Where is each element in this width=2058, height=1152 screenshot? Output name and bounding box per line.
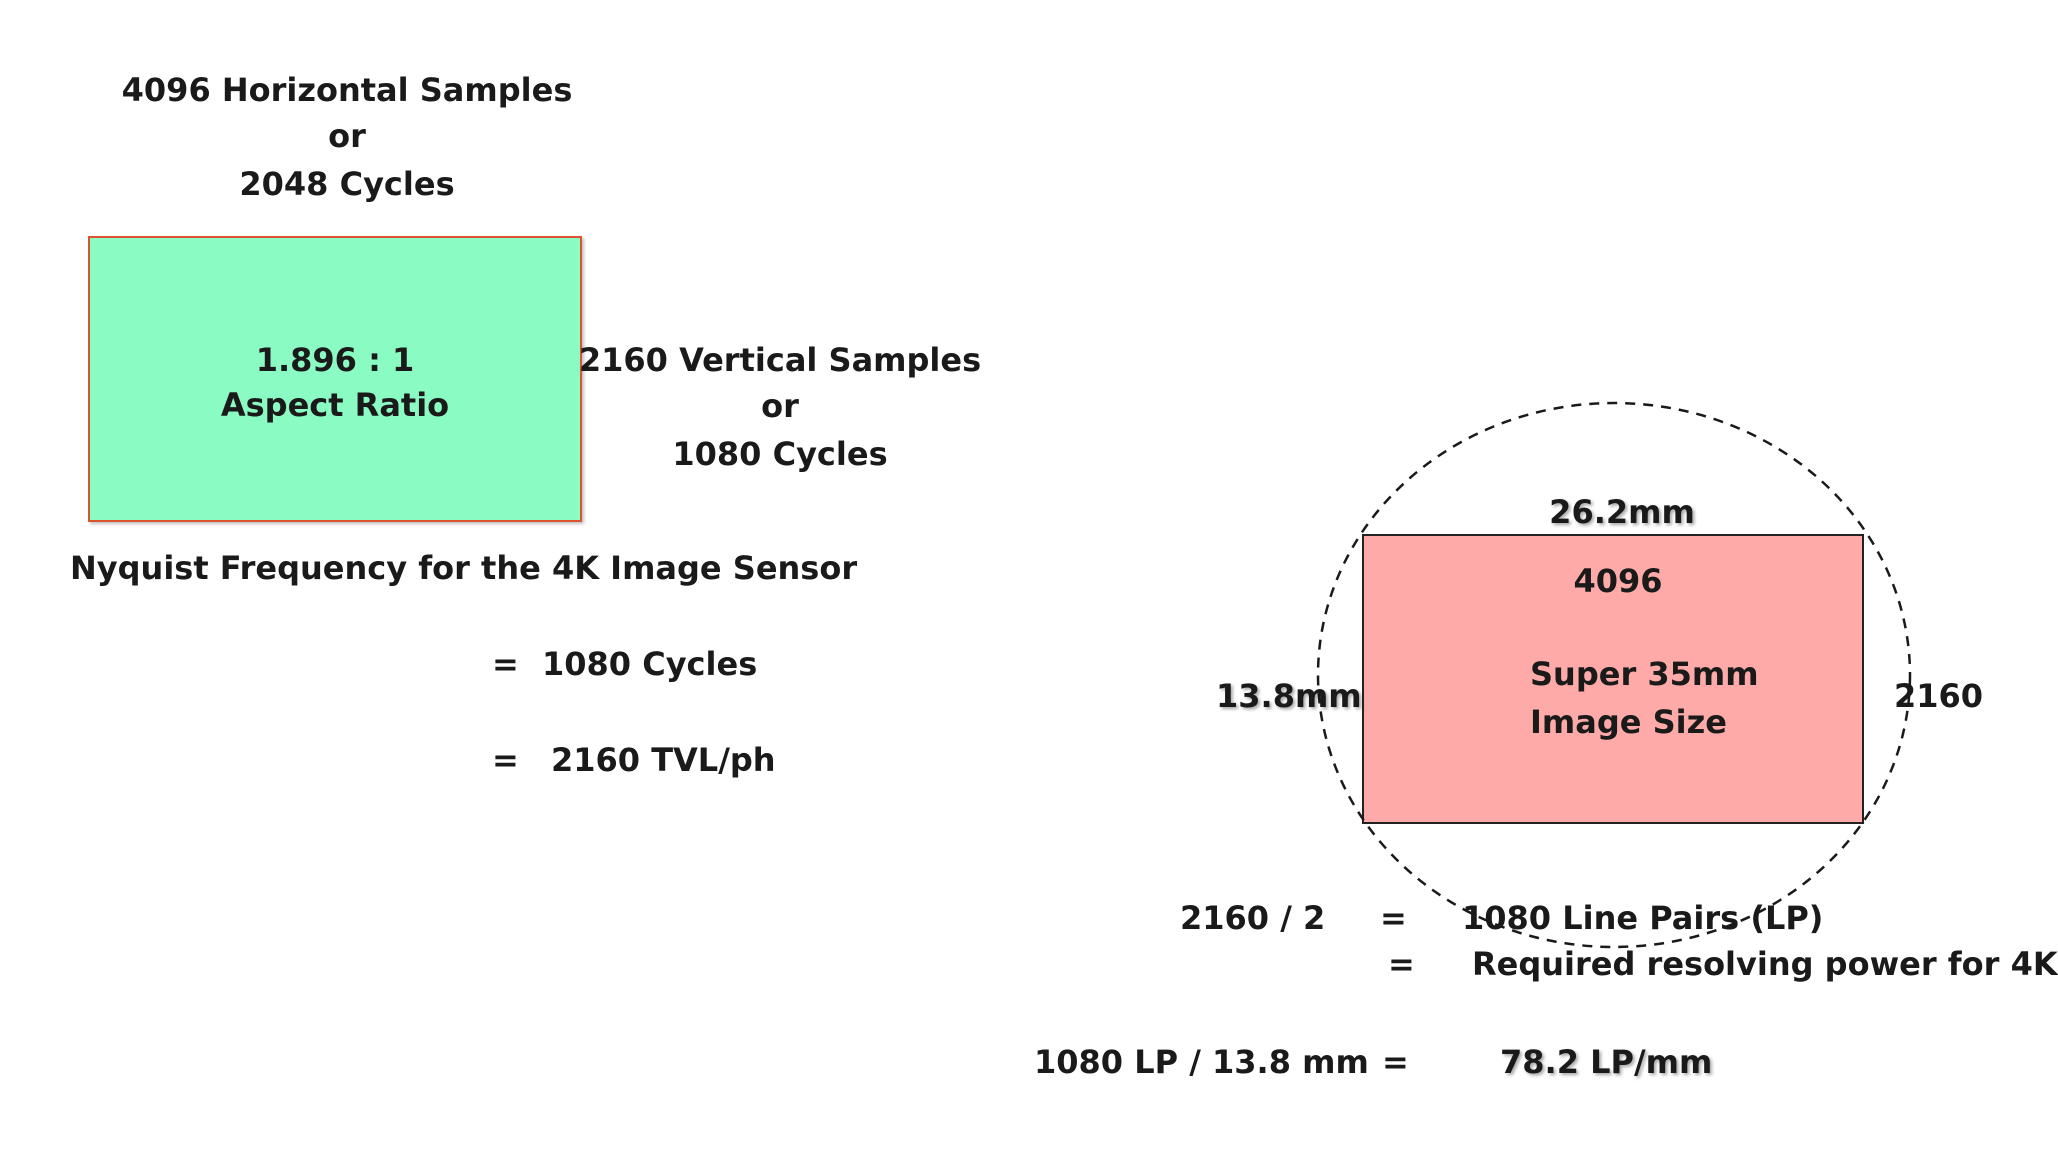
height-label: 13.8mm <box>1216 677 1362 715</box>
vertical-cycles-label: 1080 Cycles <box>672 435 888 473</box>
vertical-samples-label: 2160 Vertical Samples <box>578 341 982 379</box>
horizontal-samples-label: 4096 Horizontal Samples <box>121 71 573 109</box>
calc3-sign: = <box>1382 1043 1409 1081</box>
image-size-label: Image Size <box>1530 703 1727 741</box>
calc1-sign: = <box>1380 899 1407 937</box>
aspect-ratio-box <box>88 236 582 522</box>
nyquist-eq2-value: 2160 TVL/ph <box>551 741 776 779</box>
height-samples-label: 2160 <box>1894 677 1984 715</box>
nyquist-eq2-sign: = <box>492 741 519 779</box>
calc2-sign: = <box>1388 945 1415 983</box>
calc3-left: 1080 LP / 13.8 mm <box>1034 1043 1369 1081</box>
calc2-right: Required resolving power for 4K <box>1472 945 2058 983</box>
horizontal-cycles-label: 2048 Cycles <box>239 165 455 203</box>
nyquist-eq1-value: 1080 Cycles <box>542 645 758 683</box>
calc1-left: 2160 / 2 <box>1180 899 1326 937</box>
horizontal-or-label: or <box>328 117 366 155</box>
vertical-or-label: or <box>761 387 799 425</box>
width-label: 26.2mm <box>1549 493 1695 531</box>
super35-label: Super 35mm <box>1530 655 1759 693</box>
nyquist-eq1-sign: = <box>492 645 519 683</box>
box-width-samples: 4096 <box>1573 562 1663 600</box>
calc3-result: 78.2 LP/mm <box>1500 1043 1713 1081</box>
aspect-ratio-value: 1.896 : 1 <box>255 341 415 379</box>
calc1-right: 1080 Line Pairs (LP) <box>1462 899 1824 937</box>
aspect-ratio-label: Aspect Ratio <box>220 386 450 424</box>
nyquist-title: Nyquist Frequency for the 4K Image Senso… <box>70 549 858 587</box>
